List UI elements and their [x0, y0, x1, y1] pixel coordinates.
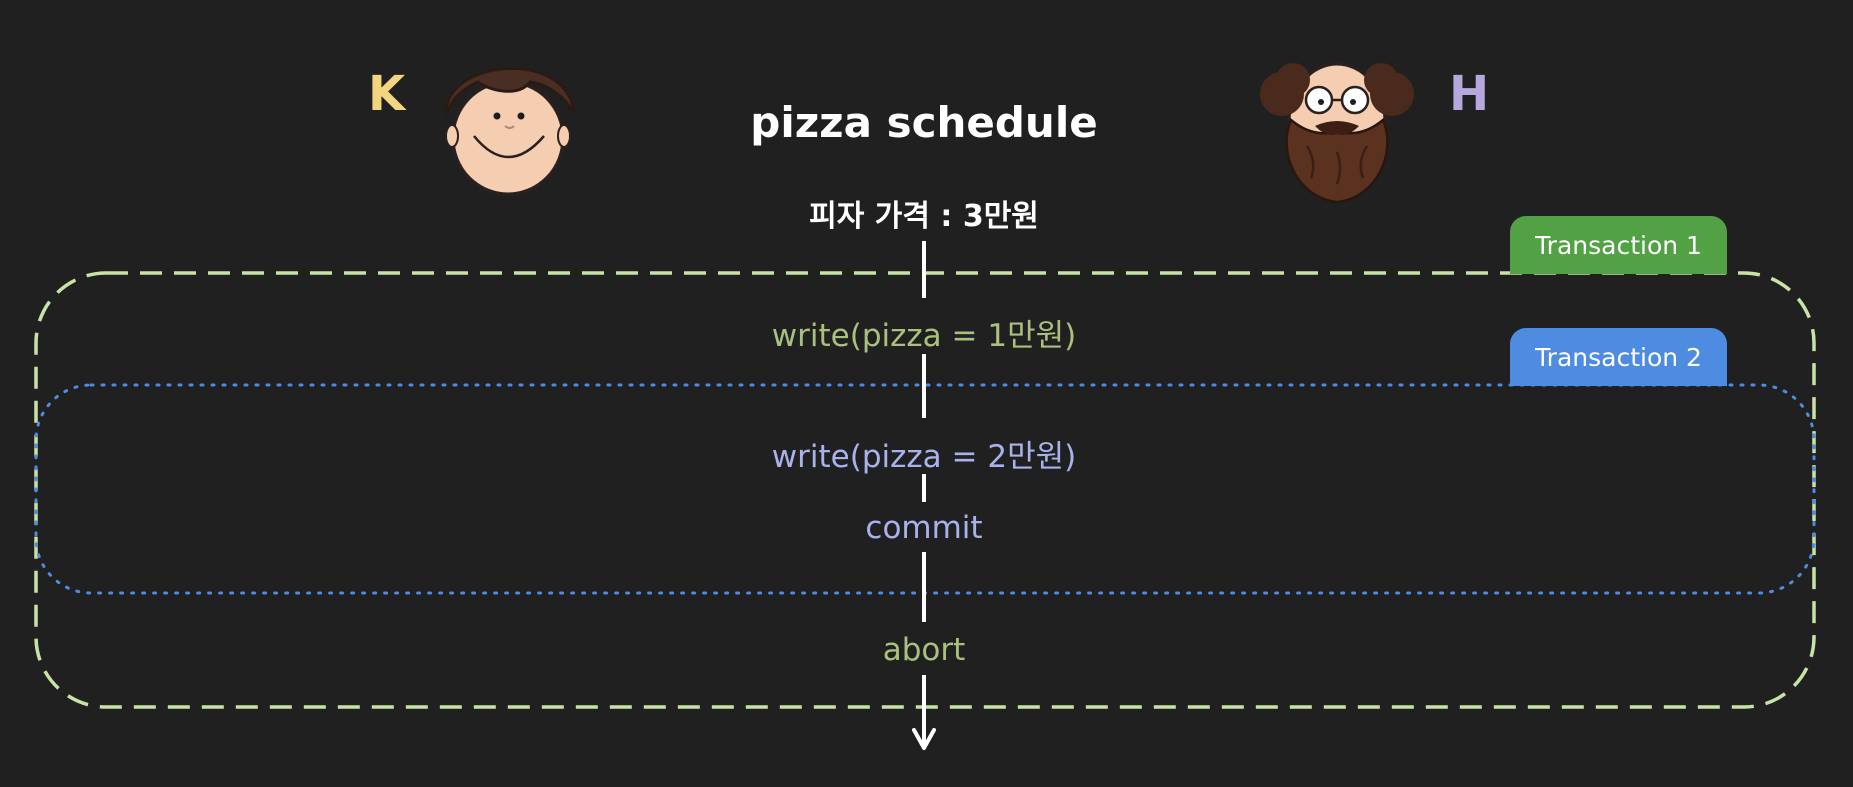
initial-price-label: 피자 가격 : 3만원 — [809, 199, 1039, 234]
user-h-label: H — [1449, 66, 1490, 122]
avatar-k — [444, 67, 576, 196]
diagram-title: pizza schedule — [750, 98, 1098, 147]
abort-step: abort — [882, 632, 966, 668]
transaction-2-tab: Transaction 2 — [1510, 328, 1727, 386]
avatar-h — [1260, 62, 1414, 204]
write-step-1: write(pizza = 1만원) — [771, 318, 1077, 354]
transaction-1-tab: Transaction 1 — [1510, 216, 1727, 274]
commit-step: commit — [865, 510, 983, 546]
timeline-arrow — [912, 241, 936, 750]
user-k-label: K — [368, 66, 406, 122]
write-step-2: write(pizza = 2만원) — [771, 439, 1077, 475]
